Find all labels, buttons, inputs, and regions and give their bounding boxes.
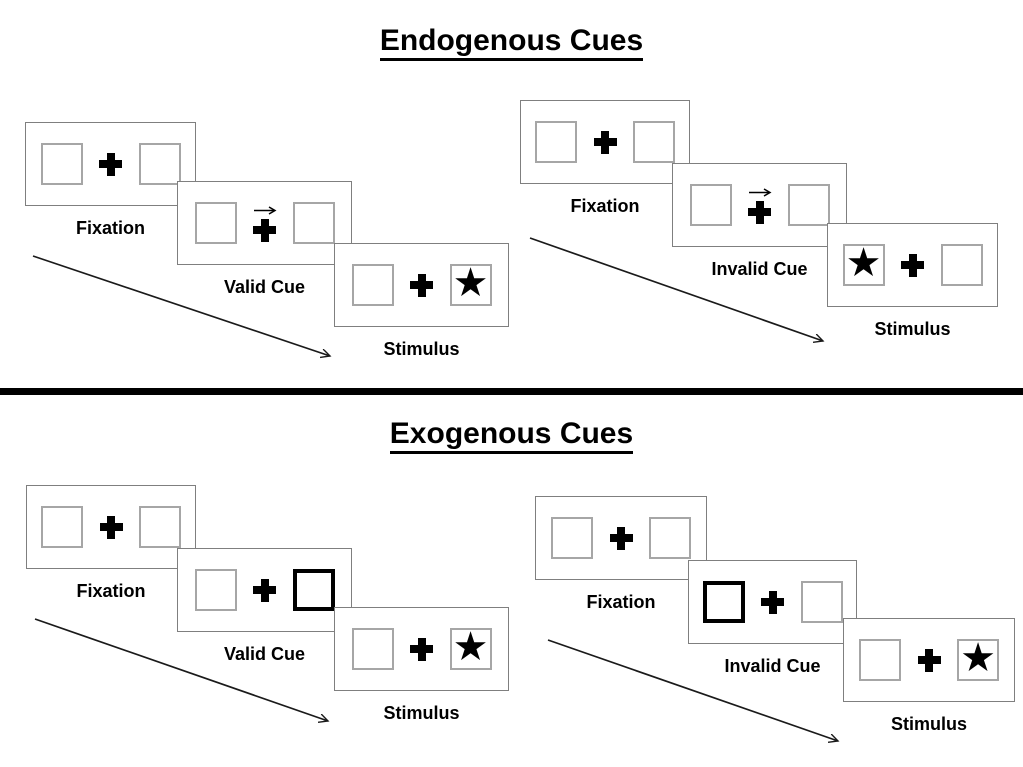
cue-panel [177,548,352,632]
star-icon: ★ [960,636,996,680]
right-box: ★ [449,261,492,306]
fixation-cross-icon [917,648,941,672]
step-label: Stimulus [383,703,460,723]
right-box [787,184,830,226]
fixation-cross-icon [410,637,433,661]
step-label: Invalid Cue [724,656,821,676]
right-box [800,581,843,623]
fixation-cross-icon [253,578,276,602]
endogenous-section-title: Endogenous Cues [0,24,1023,61]
endogenous-valid-cue-step: Valid Cue [177,181,352,298]
cue-panel [688,560,857,644]
fixation-center [96,152,126,176]
left-box [194,202,237,244]
section-divider [0,388,1023,395]
left-box [40,143,83,185]
stimulus-panel: ★ [827,223,998,307]
star-icon: ★ [452,625,489,669]
fixation-center [250,205,280,242]
fixation-cross-icon [410,273,433,297]
section-title-text: Endogenous Cues [379,24,644,61]
right-box [292,202,335,244]
fixation-center [606,526,636,550]
cue-arrow-icon [748,187,771,197]
endogenous-invalid-fixation-step: Fixation [520,100,690,217]
fixation-cross-icon [901,253,924,277]
fixation-cross-icon [253,218,276,242]
fixation-panel [520,100,690,184]
fixation-center [590,130,620,154]
step-label: Fixation [570,196,640,216]
step-label: Stimulus [383,339,460,359]
fixation-center [758,590,788,614]
left-box [351,264,394,306]
step-label: Invalid Cue [711,259,808,279]
fixation-center [898,253,928,277]
stimulus-panel: ★ [334,243,509,327]
exogenous-valid-stimulus-step: ★ Stimulus [334,607,509,724]
left-box [859,639,901,681]
left-box [351,628,394,670]
endogenous-valid-fixation-step: Fixation [25,122,196,239]
fixation-cross-icon [748,200,771,224]
step-label: Fixation [76,581,146,601]
fixation-cross-icon [99,515,123,539]
endogenous-valid-stimulus-step: ★ Stimulus [334,243,509,360]
star-icon: ★ [845,241,882,285]
cue-panel [672,163,847,247]
cue-panel [177,181,352,265]
cue-arrow-icon [253,205,276,215]
stimulus-panel: ★ [334,607,509,691]
endogenous-invalid-stimulus-step: ★ Stimulus [827,223,998,340]
left-box [41,506,83,548]
right-box [940,244,983,286]
step-label: Stimulus [874,319,951,339]
fixation-center [745,187,775,224]
endogenous-invalid-cue-step: Invalid Cue [672,163,847,280]
right-box-highlighted-cue [292,569,335,611]
step-label: Valid Cue [223,277,306,297]
right-box [633,121,675,163]
fixation-cross-icon [609,526,633,550]
left-box [535,121,577,163]
left-box [194,569,237,611]
fixation-cross-icon [99,152,122,176]
fixation-center [96,515,126,539]
step-label: Fixation [586,592,656,612]
fixation-center [407,273,437,297]
left-box-highlighted-cue [702,581,745,623]
left-box [689,184,732,226]
exogenous-invalid-fixation-step: Fixation [535,496,707,613]
exogenous-valid-fixation-step: Fixation [26,485,196,602]
fixation-cross-icon [593,130,617,154]
right-box [138,143,181,185]
stimulus-panel: ★ [843,618,1015,702]
right-box: ★ [957,636,999,681]
step-label: Fixation [75,218,145,238]
fixation-center [250,578,280,602]
fixation-panel [25,122,196,206]
right-box [649,517,691,559]
exogenous-invalid-cue-step: Invalid Cue [688,560,857,677]
fixation-panel [26,485,196,569]
right-box [139,506,181,548]
fixation-panel [535,496,707,580]
section-title-text: Exogenous Cues [389,417,634,454]
step-label: Valid Cue [223,644,306,664]
left-box [551,517,593,559]
right-box: ★ [449,625,492,670]
fixation-center [407,637,437,661]
step-label: Stimulus [890,714,967,734]
exogenous-invalid-stimulus-step: ★ Stimulus [843,618,1015,735]
star-icon: ★ [452,261,489,305]
exogenous-section-title: Exogenous Cues [0,417,1023,454]
fixation-cross-icon [761,590,784,614]
exogenous-valid-cue-step: Valid Cue [177,548,352,665]
left-box: ★ [842,241,885,286]
fixation-center [914,648,944,672]
